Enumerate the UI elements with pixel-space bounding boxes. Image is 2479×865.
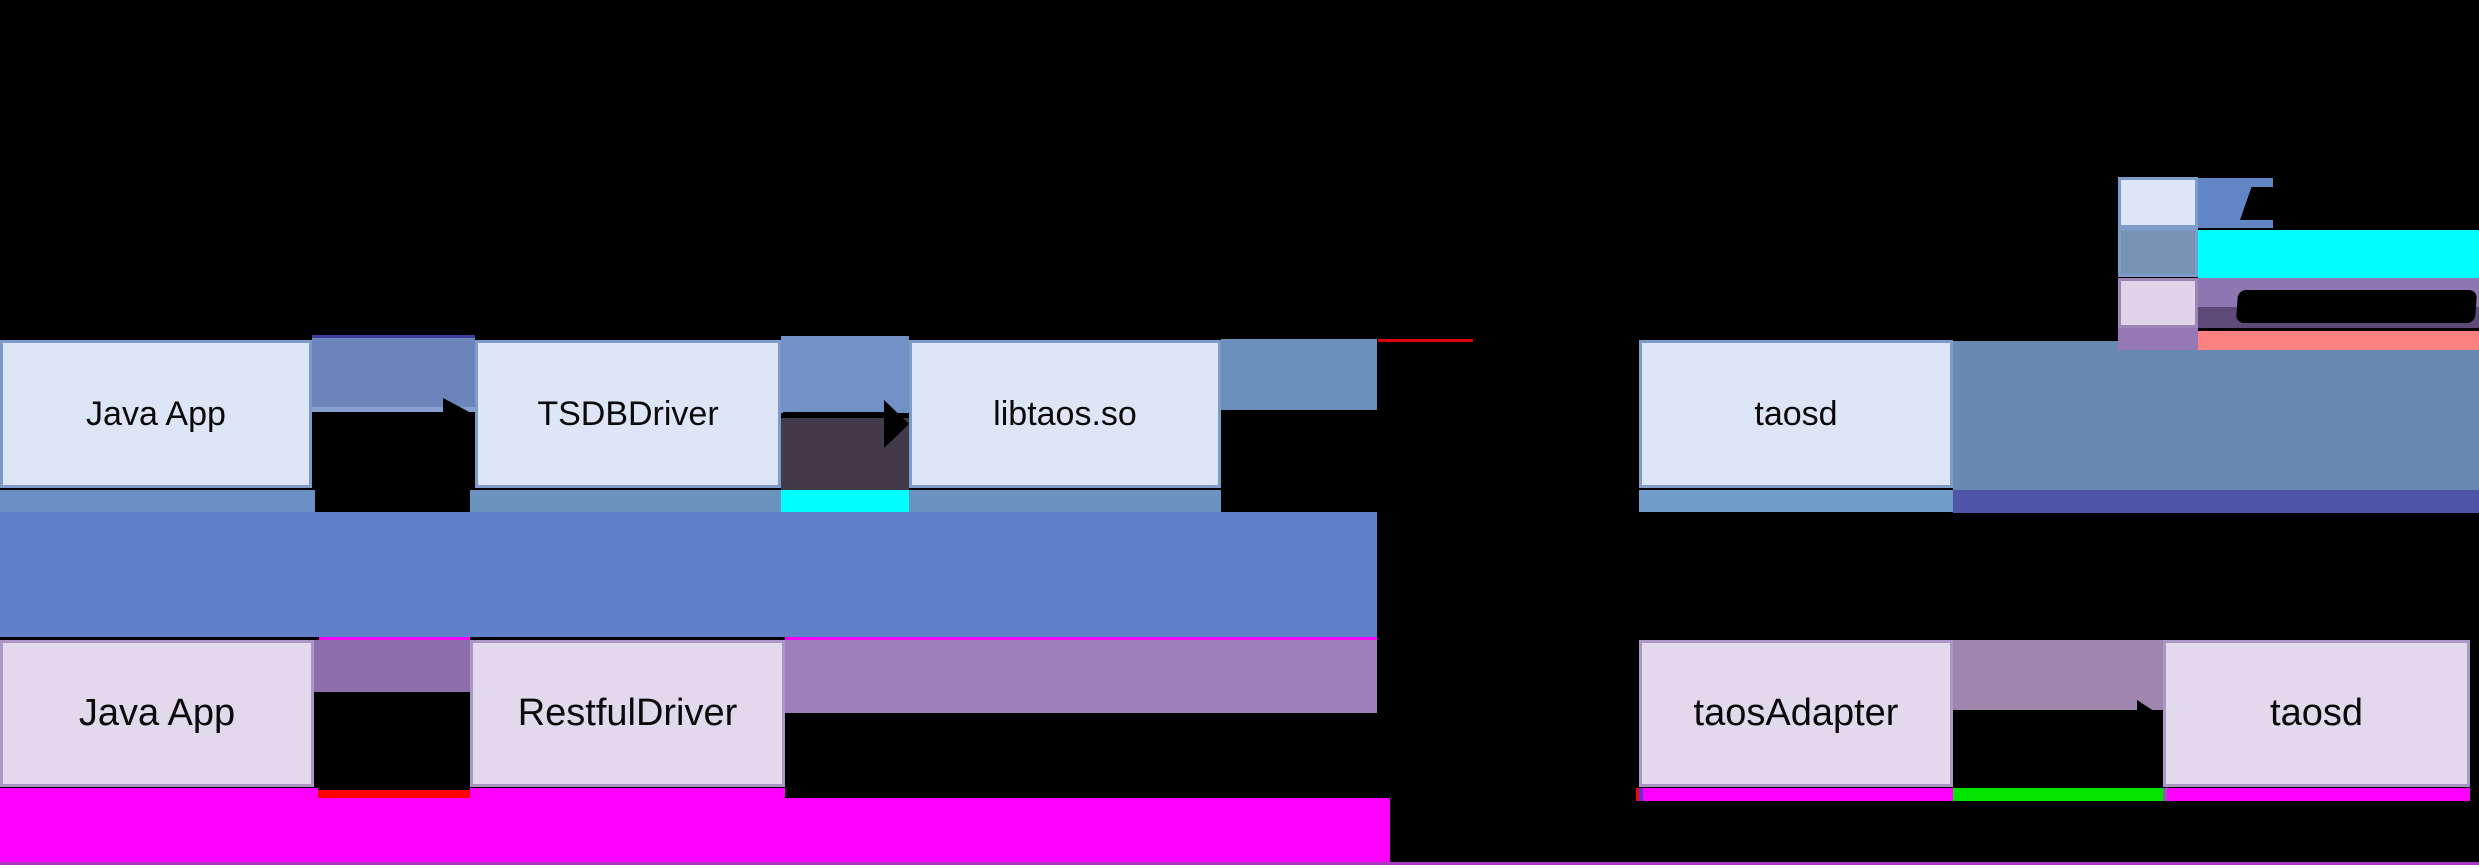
red-strip-under-rest-gap1 <box>318 790 470 798</box>
rest-gap1-purple-block <box>314 640 470 692</box>
magenta-strip-under-taosd-rest <box>2167 788 2470 801</box>
violet-sliver-left <box>1636 788 1639 801</box>
arrowhead-jni-icon <box>884 400 909 448</box>
arrowhead-jdbc-native-icon <box>443 398 473 430</box>
steel-block-right-of-libtaos <box>1221 339 1377 410</box>
strip-under-java-app <box>0 490 315 512</box>
node-taosd-rest-label: taosd <box>2270 692 2363 734</box>
node-taosd-native: taosd <box>1639 340 1953 488</box>
rest-gap2-arrow-line <box>1960 714 2138 719</box>
node-java-app-rest-label: Java App <box>78 692 236 734</box>
node-restfuldriver: RestfulDriver <box>470 640 785 787</box>
legend-salmon-band <box>2198 331 2479 350</box>
strip-cyan-under-gap2 <box>781 490 909 512</box>
magenta-strip-under-restfuldriver <box>470 788 785 799</box>
node-java-app-native-label: Java App <box>86 394 226 433</box>
legend-label-3-glyph <box>2235 290 2478 323</box>
big-magenta-band <box>0 798 1390 863</box>
thin-red-line <box>1378 339 1473 342</box>
arrowhead-into-taosd-icon <box>1615 404 1639 428</box>
magenta-line-left <box>319 637 470 641</box>
magenta-strip-under-java-app-rest <box>0 788 318 799</box>
node-tsdbdriver-label: TSDBDriver <box>537 394 719 433</box>
rest-gap1-arrow-line <box>330 710 450 715</box>
legend-swatch-1 <box>2118 177 2198 228</box>
strip-under-tsdbdriver <box>470 490 781 512</box>
arrowhead-adapter-taosd-icon <box>2137 700 2163 734</box>
bottom-violet-line <box>0 862 2479 865</box>
violet-sliver-right <box>2163 788 2167 801</box>
node-tsdbdriver: TSDBDriver <box>475 340 781 488</box>
node-java-app-rest: Java App <box>0 640 314 787</box>
purple-band-right-of-restfuldriver <box>785 640 1377 713</box>
steel-band-right-of-taosd <box>1953 341 2479 490</box>
node-taosadapter-label: taosAdapter <box>1693 692 1899 734</box>
green-strip-under-rest-gap2 <box>1953 788 2163 801</box>
node-restfuldriver-label: RestfulDriver <box>517 692 738 734</box>
gap1-indigo-top-line <box>312 335 475 339</box>
magenta-strip-under-taosadapter <box>1643 788 1953 801</box>
magenta-line-right <box>785 637 1377 641</box>
node-libtaos-label: libtaos.so <box>993 394 1137 433</box>
strip-under-taosd <box>1639 490 1953 512</box>
node-libtaos: libtaos.so <box>909 340 1221 488</box>
legend-band-2-cyan <box>2198 230 2479 278</box>
node-taosd-rest: taosd <box>2163 640 2470 787</box>
legend-swatch-2 <box>2118 228 2198 277</box>
big-blue-band <box>0 512 1377 637</box>
strip-under-libtaos <box>909 490 1221 512</box>
indigo-sliver-left <box>1639 788 1643 801</box>
gap2-arrow-line <box>783 412 889 418</box>
node-taosd-native-label: taosd <box>1754 394 1838 433</box>
indigo-strip <box>1953 490 2479 513</box>
gap1-steel-bottom-line <box>312 407 475 412</box>
rest-gap2-mauve-block <box>1953 640 2163 710</box>
node-java-app-native: Java App <box>0 340 312 488</box>
legend-purple-block <box>2118 328 2198 350</box>
arrowhead-jdbc-rest-icon <box>444 696 470 734</box>
node-taosadapter: taosAdapter <box>1639 640 1953 787</box>
legend-swatch-3 <box>2118 278 2198 328</box>
